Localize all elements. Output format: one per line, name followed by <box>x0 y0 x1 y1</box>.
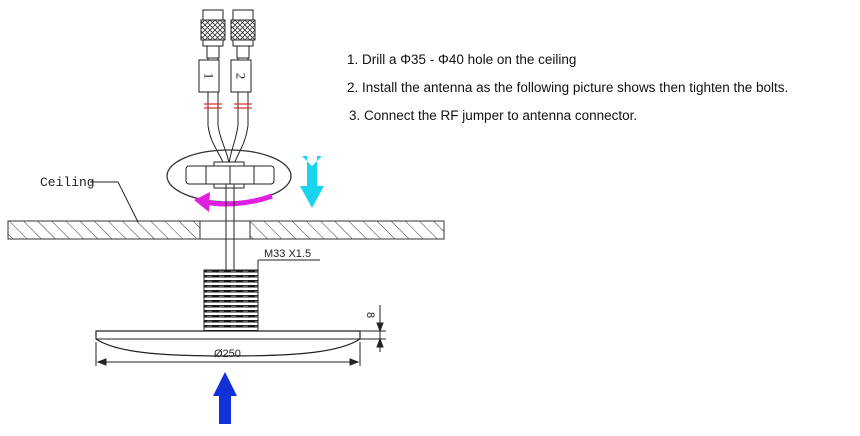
thread-dimension <box>257 259 320 272</box>
thread-spec-label: M33 X1.5 <box>264 248 311 260</box>
ceiling-leader-line <box>90 181 139 223</box>
antenna-disc <box>95 330 361 357</box>
install-direction-arrow <box>213 372 237 424</box>
tighten-arrow <box>300 156 324 208</box>
instruction-list: 1. Drill a Φ35 - Φ40 hole on the ceiling… <box>347 46 788 130</box>
cable-markers <box>204 103 252 109</box>
instruction-step-2: 2. Install the antenna as the following … <box>347 80 789 95</box>
antenna-shaft <box>225 184 235 270</box>
cable-tag-2: 2 <box>230 59 252 93</box>
height-dimension <box>360 305 386 352</box>
cable-tag-1: 1 <box>198 59 220 93</box>
height-label: 8 <box>364 312 376 318</box>
cable-tag-2-label: 2 <box>234 73 249 80</box>
rf-connector-2 <box>230 9 256 59</box>
ceiling-slab <box>7 220 445 240</box>
cable-tag-1-label: 1 <box>202 73 217 80</box>
diameter-dimension <box>95 342 361 366</box>
instruction-step-3: 3. Connect the RF jumper to antenna conn… <box>349 108 638 123</box>
ceiling-label: Ceiling <box>40 175 95 190</box>
rotation-arrow <box>194 192 273 212</box>
hex-nut <box>185 161 275 189</box>
diameter-label: Ø250 <box>214 348 241 360</box>
threaded-body <box>203 269 259 332</box>
rf-connector-1 <box>200 9 226 59</box>
instruction-step-1: 1. Drill a Φ35 - Φ40 hole on the ceiling <box>347 52 577 67</box>
